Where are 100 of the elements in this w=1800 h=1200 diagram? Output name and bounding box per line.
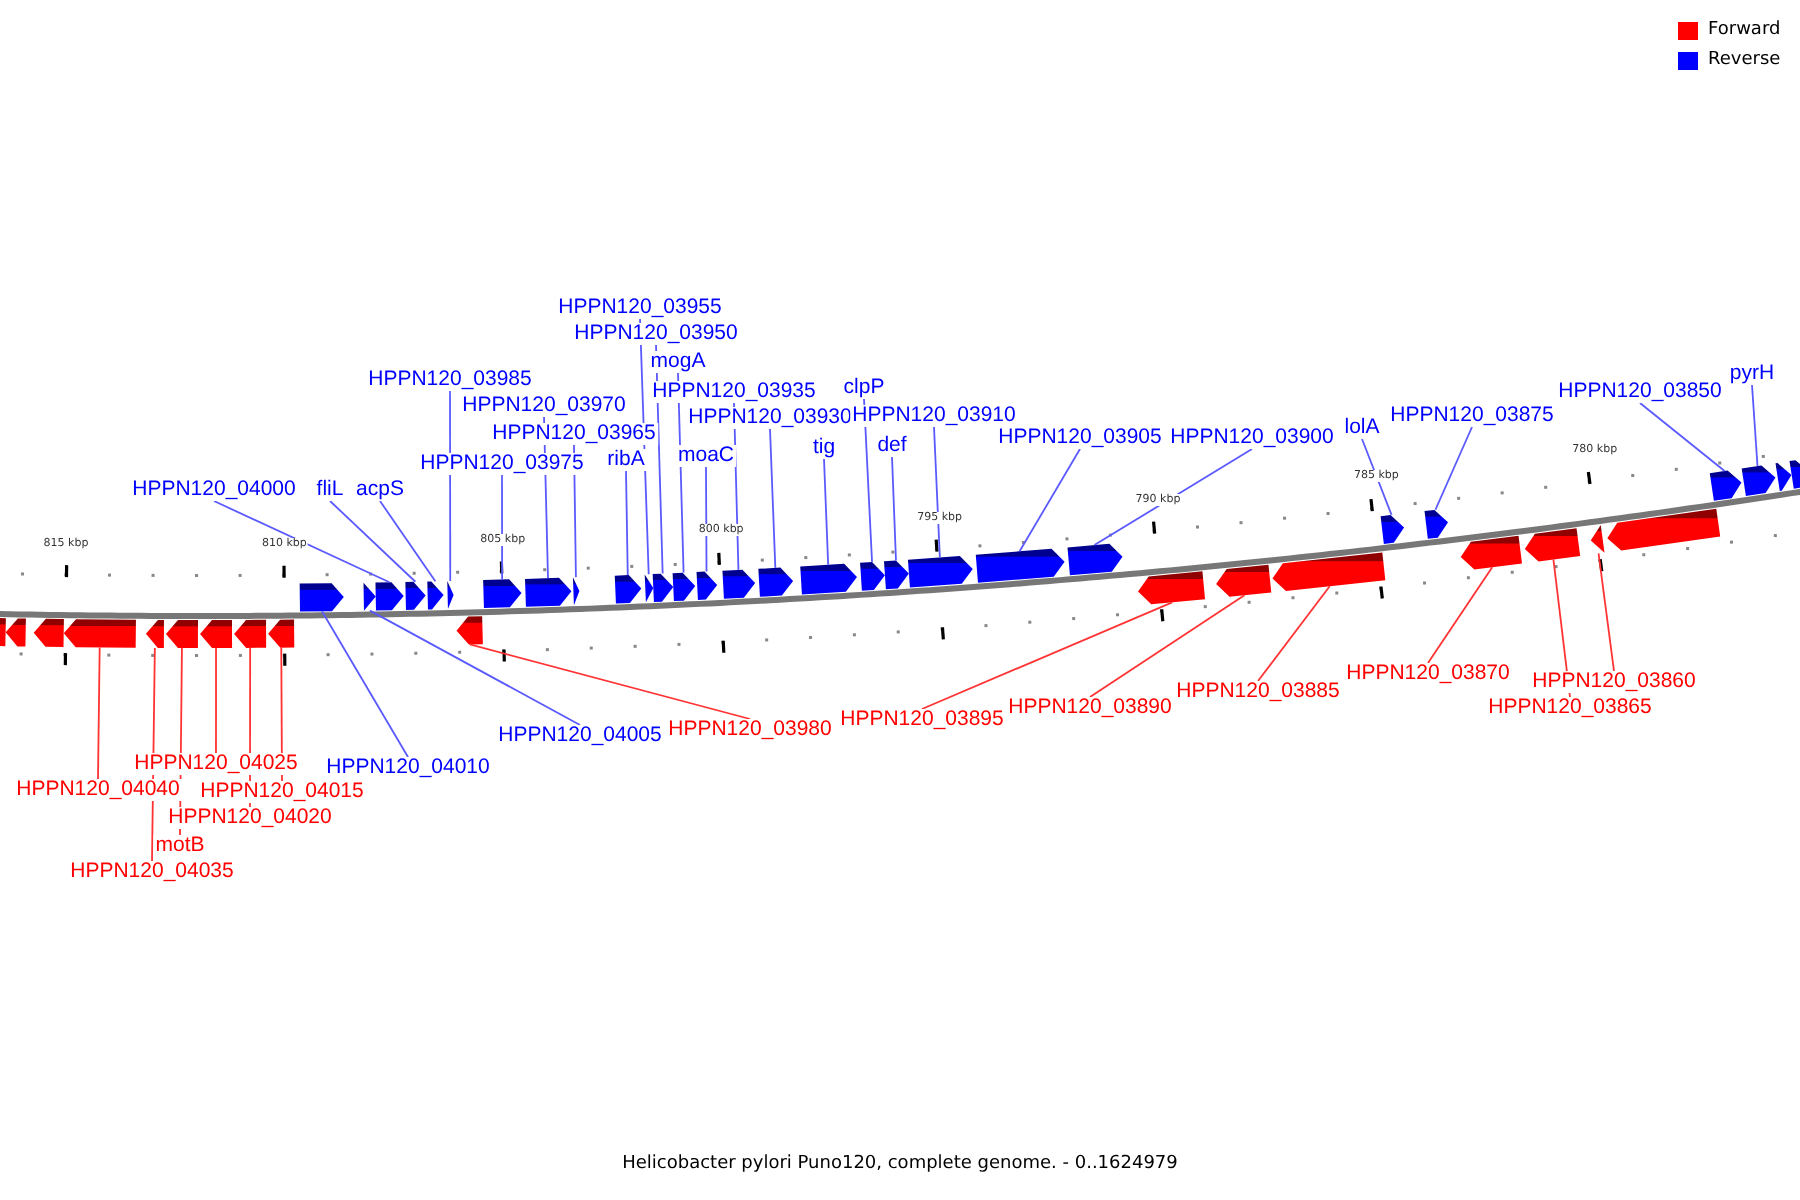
gene-label: fliL — [314, 479, 346, 501]
legend-label: Reverse — [1708, 50, 1781, 70]
leader-line — [151, 647, 156, 862]
leader-line — [1093, 448, 1253, 546]
gene-label: HPPN120_03935 — [650, 381, 818, 403]
gene-label: HPPN120_04000 — [130, 479, 298, 501]
leader-line — [1018, 448, 1081, 553]
gene-label: HPPN120_03975 — [418, 453, 586, 475]
leader-line — [891, 456, 897, 562]
leader-line — [1751, 384, 1759, 467]
gene-feature — [456, 616, 483, 645]
leader-line — [677, 372, 685, 574]
gene-feature — [652, 573, 674, 602]
gene-label: HPPN120_03850 — [1556, 381, 1724, 403]
leader-line — [449, 390, 452, 582]
gene-label: moaC — [676, 445, 736, 467]
gene-feature — [1524, 528, 1581, 562]
gene-label: tig — [810, 437, 838, 459]
gene-feature — [722, 569, 756, 599]
gene-label: HPPN120_03890 — [1006, 697, 1174, 719]
gene-label: HPPN120_04020 — [166, 807, 334, 829]
gene-label: HPPN120_03885 — [1174, 681, 1342, 703]
gene-label: HPPN120_04025 — [132, 753, 300, 775]
leader-line — [863, 398, 873, 563]
leader-line — [1361, 438, 1393, 516]
gene-feature — [200, 619, 233, 648]
leader-line — [469, 643, 751, 720]
gene-label: HPPN120_03910 — [850, 405, 1018, 427]
gene-label: HPPN120_04040 — [14, 779, 182, 801]
leader-line — [705, 466, 708, 573]
leader-line — [1552, 558, 1571, 698]
gene-feature — [145, 619, 164, 648]
leader-line — [379, 500, 437, 583]
leader-line — [213, 500, 391, 584]
leader-line — [501, 474, 503, 581]
gene-label: HPPN120_03865 — [1486, 697, 1654, 719]
gene-feature — [1067, 543, 1123, 576]
leader-line — [823, 458, 830, 566]
leader-line — [321, 610, 409, 758]
leader-line — [1434, 426, 1473, 511]
gene-feature — [672, 572, 696, 602]
leader-line — [1257, 585, 1331, 682]
gene-label: HPPN120_04035 — [68, 861, 236, 883]
gene-feature — [33, 618, 64, 648]
leader-line — [1427, 566, 1494, 664]
gene-feature — [165, 620, 198, 648]
leader-line — [1089, 594, 1246, 698]
gene-feature — [1380, 515, 1405, 544]
leader-line — [97, 646, 101, 780]
gene-feature — [1216, 564, 1272, 597]
gene-label: HPPN120_03980 — [666, 719, 834, 741]
gene-label: HPPN120_03930 — [686, 407, 854, 429]
gene-feature — [525, 577, 572, 607]
gene-label: HPPN120_03905 — [996, 427, 1164, 449]
gene-label: HPPN120_04005 — [496, 725, 664, 747]
gene-feature — [1460, 535, 1522, 570]
gene-label: ribA — [605, 449, 647, 471]
gene-label: pyrH — [1727, 363, 1777, 385]
gene-label: HPPN120_03895 — [838, 709, 1006, 731]
leader-line — [921, 601, 1174, 710]
leader-line — [1639, 402, 1726, 472]
gene-label: HPPN120_03970 — [460, 395, 628, 417]
gene-label: HPPN120_03875 — [1388, 405, 1556, 427]
gene-label: HPPN120_03985 — [366, 369, 534, 391]
leader-line — [215, 647, 217, 754]
leader-line — [639, 318, 650, 576]
gene-feature — [1709, 470, 1742, 501]
gene-feature — [405, 581, 426, 610]
gene-label: mogA — [648, 351, 708, 373]
leader-line — [933, 426, 941, 559]
gene-feature — [975, 548, 1065, 583]
leader-line — [543, 416, 549, 579]
gene-feature — [268, 619, 295, 648]
gene-label: HPPN120_03870 — [1344, 663, 1512, 685]
gene-feature — [299, 583, 344, 612]
gene-label: HPPN120_03955 — [556, 297, 724, 319]
gene-label: acpS — [354, 479, 406, 501]
leader-line — [769, 428, 777, 569]
caption: Helicobacter pylori Puno120, complete genome. - 0..1624979 — [622, 1154, 1178, 1174]
leader-line — [280, 646, 283, 782]
gene-label: motB — [153, 835, 207, 857]
gene-label: HPPN120_03900 — [1168, 427, 1336, 449]
gene-label: HPPN120_04015 — [198, 781, 366, 803]
gene-feature — [483, 579, 522, 609]
leader-line — [573, 444, 577, 579]
gene-label: HPPN120_04010 — [324, 757, 492, 779]
gene-feature — [5, 618, 26, 647]
gene-feature — [1138, 571, 1206, 605]
gene-feature — [696, 571, 718, 600]
gene-label: clpP — [841, 377, 887, 399]
gene-label: def — [875, 435, 909, 457]
gene-feature — [234, 619, 267, 648]
gene-label: lolA — [1342, 417, 1382, 439]
gene-label: HPPN120_03965 — [490, 423, 658, 445]
leader-line — [625, 470, 629, 576]
leader-line — [655, 344, 664, 575]
gene-feature — [758, 567, 794, 597]
leader-line — [329, 500, 417, 583]
gene-feature — [1789, 460, 1800, 489]
legend-label: Forward — [1708, 20, 1781, 40]
